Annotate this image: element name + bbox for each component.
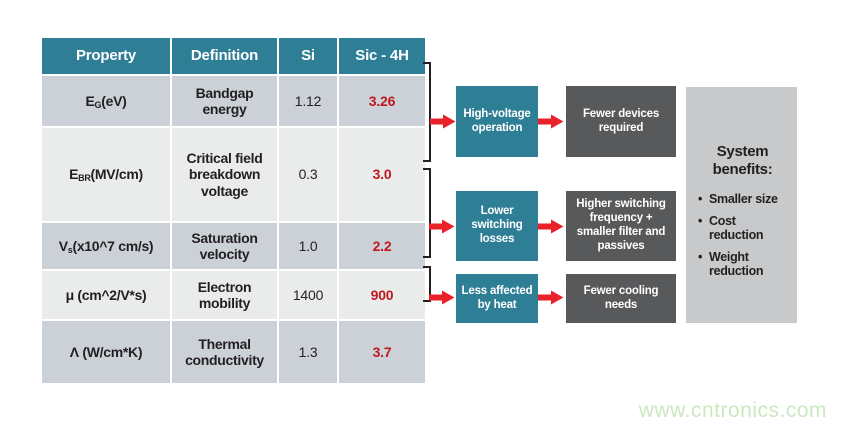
watermark-text: www.cntronics.com [638, 399, 827, 422]
system-benefits-title: System benefits: [712, 143, 773, 178]
effect-box-higher-switching-frequency: Higher switching frequency + smaller fil… [566, 191, 676, 261]
system-benefits-panel: System benefits: Smaller size Cost reduc… [686, 87, 797, 323]
effect-box-fewer-devices: Fewer devices required [566, 86, 676, 157]
table-row-si-value: 1400 [279, 271, 337, 319]
table-row-definition: Thermal conductivity [172, 321, 277, 383]
arrow-right-icon [429, 290, 455, 305]
bracket-icon [423, 266, 431, 302]
cause-box-high-voltage: High-voltage operation [456, 86, 538, 157]
table-row-definition: Bandgap energy [172, 76, 277, 126]
table-row-property: μ (cm^2/V*s) [42, 271, 170, 319]
table-row-definition: Saturation velocity [172, 223, 277, 269]
cause-box-less-affected-by-heat: Less affected by heat [456, 274, 538, 323]
column-header-property: Property [42, 38, 170, 74]
arrow-right-icon [538, 290, 564, 305]
table-row-definition: Electron mobility [172, 271, 277, 319]
bracket-icon [423, 62, 431, 162]
arrow-right-icon [430, 114, 456, 129]
property-symbol: μ (cm^2/V*s) [65, 286, 147, 303]
table-row-sic4h-value: 3.7 [339, 321, 425, 383]
column-header-sic4h: Sic - 4H [339, 38, 425, 74]
cause-box-lower-switching-losses: Lower switching losses [456, 191, 538, 261]
table-row-sic4h-value: 3.26 [339, 76, 425, 126]
table-row-si-value: 1.3 [279, 321, 337, 383]
property-symbol: V [58, 237, 68, 254]
table-row-definition: Critical field breakdown voltage [172, 128, 277, 221]
table-row-sic4h-value: 3.0 [339, 128, 425, 221]
bracket-icon [423, 168, 431, 258]
table-row-sic4h-value: 900 [339, 271, 425, 319]
arrow-right-icon [538, 219, 564, 234]
table-row-property: Λ (W/cm*K) [42, 321, 170, 383]
benefit-item: Cost reduction [698, 214, 787, 242]
system-benefits-list: Smaller size Cost reduction Weight reduc… [698, 192, 787, 278]
table-row-sic4h-value: 2.2 [339, 223, 425, 269]
property-unit: (eV) [101, 92, 127, 109]
property-symbol: E [69, 166, 79, 183]
arrow-right-icon [538, 114, 564, 129]
benefit-item: Smaller size [698, 192, 787, 206]
column-header-definition: Definition [172, 38, 277, 74]
table-row-si-value: 0.3 [279, 128, 337, 221]
arrow-right-icon [429, 219, 455, 234]
column-header-si: Si [279, 38, 337, 74]
property-symbol: E [85, 92, 95, 109]
property-unit: (MV/cm) [90, 166, 144, 183]
property-unit: (x10^7 cm/s) [72, 237, 154, 254]
table-row-si-value: 1.12 [279, 76, 337, 126]
property-subscript: BR [78, 173, 91, 184]
property-subscript: G [94, 99, 102, 110]
effect-box-fewer-cooling-needs: Fewer cooling needs [566, 274, 676, 323]
benefit-item: Weight reduction [698, 250, 787, 278]
table-row-si-value: 1.0 [279, 223, 337, 269]
property-subscript: s [67, 244, 73, 255]
property-symbol: Λ (W/cm*K) [69, 343, 143, 360]
